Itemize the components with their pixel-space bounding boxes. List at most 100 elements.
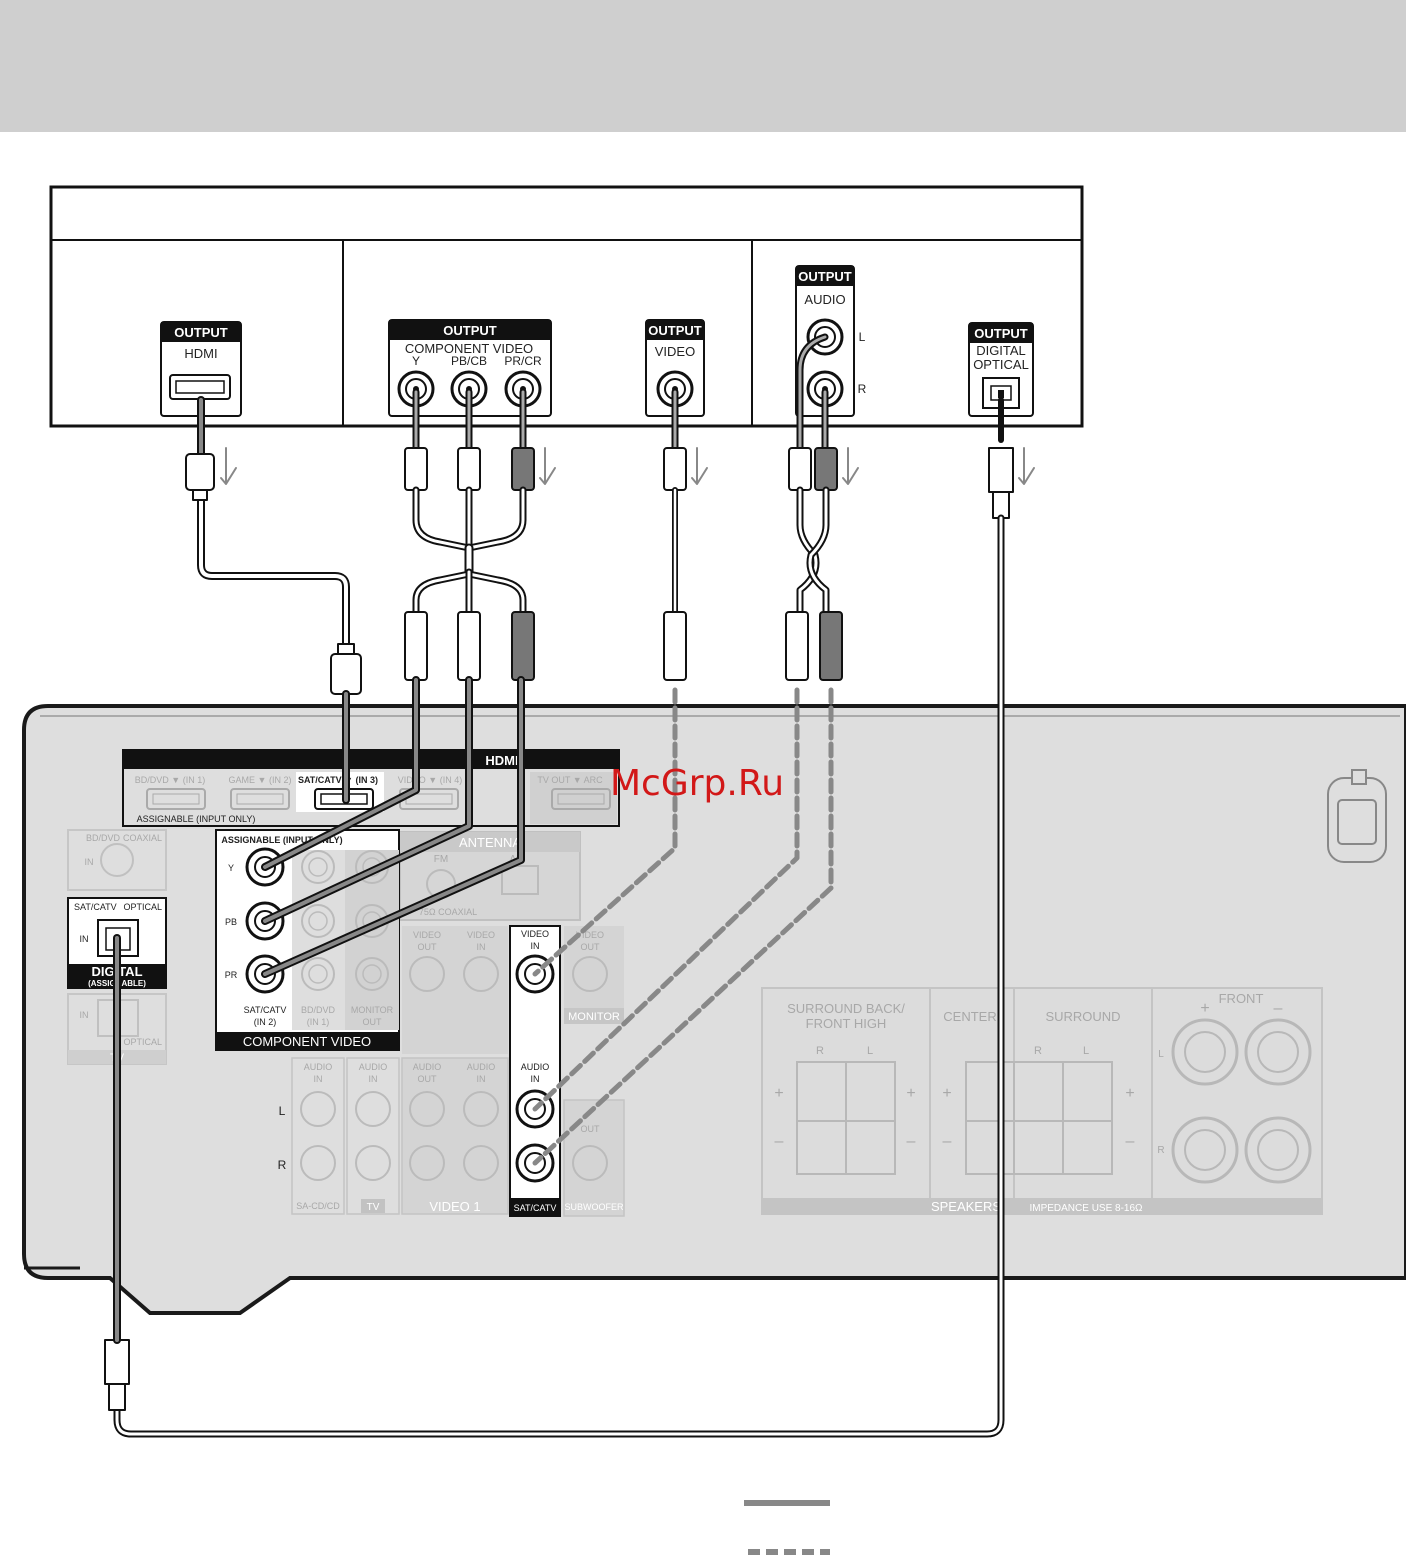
component-col1-l2: (IN 2)	[254, 1017, 277, 1027]
hdmi-in3-label: SAT/CATV ▼ (IN 3)	[298, 775, 378, 785]
v1-video-out-l2: OUT	[418, 942, 438, 952]
sat-video-in-l2: IN	[531, 941, 540, 951]
component-pr: PR	[225, 970, 238, 980]
source-optical-tag: OUTPUT	[974, 326, 1028, 341]
receiver-antenna-block: ANTENNA FM AM 75Ω COAXIAL	[399, 831, 581, 921]
v1-video-out-l1: VIDEO	[413, 930, 441, 940]
hdmi-in2-label: GAME ▼ (IN 2)	[229, 775, 292, 785]
cables	[104, 333, 1035, 1438]
tv-audio-in-l1: AUDIO	[359, 1062, 388, 1072]
spk-surround-back-2: FRONT HIGH	[806, 1016, 887, 1031]
source-video-label: VIDEO	[655, 344, 695, 359]
component-col3-l2: OUT	[363, 1017, 383, 1027]
source-audio-label: AUDIO	[804, 292, 845, 307]
footer-subwoofer: SUBWOOFER	[564, 1202, 624, 1212]
legend	[744, 1500, 830, 1555]
audio-row-l: L	[279, 1104, 286, 1118]
spk-minus-mid2: –	[943, 1133, 952, 1150]
antenna-title: ANTENNA	[459, 835, 521, 850]
optical-tv-in: IN	[80, 1010, 89, 1020]
v1-video-in-l2: IN	[477, 942, 486, 952]
hdmi-port-icon	[230, 788, 290, 810]
receiver-component-block: ASSIGNABLE (INPUT ONLY) Y PB PR SAT/CATV…	[215, 829, 400, 1051]
spk-front-plus: +	[1200, 1000, 1209, 1017]
receiver-hdmi-title: HDMI	[485, 753, 518, 768]
spk-front-r: R	[1157, 1145, 1164, 1156]
header-band	[0, 0, 1406, 132]
spk-front-minus: –	[1274, 1000, 1283, 1017]
direction-arrow-icon	[220, 447, 1035, 485]
rca-jack-icon	[301, 957, 335, 991]
spk-front-l: L	[1158, 1049, 1164, 1060]
footer-satcatv: SAT/CATV	[514, 1203, 557, 1213]
component-col3-l1: MONITOR	[351, 1005, 394, 1015]
hdmi-in1-label: BD/DVD ▼ (IN 1)	[135, 775, 205, 785]
component-pb: PB	[225, 917, 237, 927]
speaker-post-icon	[1244, 1018, 1312, 1086]
optical-sat-label: SAT/CATV	[74, 902, 117, 912]
source-component-tag: OUTPUT	[443, 323, 497, 338]
sa-audio-in-l2: IN	[314, 1074, 323, 1084]
spk-plus-left: +	[774, 1085, 783, 1102]
rca-jack-icon	[355, 957, 389, 991]
hdmi-cable	[185, 396, 362, 804]
receiver-audio-block: L R AUDIO IN SA-CD/CD AUDIO IN TV AUDIO …	[278, 1057, 625, 1217]
source-component-pb: PB/CB	[451, 354, 487, 368]
component-col1-l1: SAT/CATV	[244, 1005, 287, 1015]
spk-surround: SURROUND	[1045, 1009, 1120, 1024]
spk-minus-right: –	[1126, 1133, 1135, 1150]
v1-video-in-l1: VIDEO	[467, 930, 495, 940]
receiver-speakers-block: SURROUND BACK/ FRONT HIGH CENTER SURROUN…	[761, 987, 1323, 1215]
rca-jack-icon	[301, 850, 335, 884]
sat-audio-in-l2: IN	[531, 1074, 540, 1084]
spk-plus-right: +	[1125, 1085, 1134, 1102]
spk-footer: SPEAKERS	[931, 1199, 1001, 1214]
source-hdmi-label: HDMI	[184, 346, 217, 361]
source-audio-r: R	[858, 382, 867, 396]
component-col2-l1: BD/DVD	[301, 1005, 336, 1015]
speaker-post-icon	[1171, 1116, 1239, 1184]
footer-sacd: SA-CD/CD	[296, 1201, 340, 1211]
footer-video1: VIDEO 1	[429, 1199, 480, 1214]
source-component-label: COMPONENT VIDEO	[405, 341, 533, 356]
monitor-label: MONITOR	[568, 1011, 620, 1023]
watermark-text: McGrp.Ru	[610, 763, 784, 804]
tv-audio-in-l2: IN	[369, 1074, 378, 1084]
spk-surround-back-1: SURROUND BACK/	[787, 1001, 905, 1016]
coaxial-type-label: COAXIAL	[123, 833, 162, 843]
coaxial-source-label: BD/DVD	[86, 833, 121, 843]
footer-tv: TV	[367, 1202, 380, 1213]
source-optical-label-1: DIGITAL	[976, 343, 1026, 358]
sub-out: OUT	[581, 1124, 601, 1134]
component-y: Y	[228, 863, 234, 873]
spk-sur-l: L	[1083, 1045, 1089, 1057]
source-audio-l: L	[859, 330, 866, 344]
monitor-video-out-l2: OUT	[581, 942, 601, 952]
rca-jack-icon	[301, 904, 335, 938]
speaker-terminal-icon	[1013, 1061, 1113, 1175]
component-cable	[261, 388, 535, 978]
source-audio-tag: OUTPUT	[798, 269, 852, 284]
v1-audio-out-l1: AUDIO	[413, 1062, 442, 1072]
spk-sb-l: L	[867, 1045, 873, 1057]
source-video-tag: OUTPUT	[648, 323, 702, 338]
optical-cable	[104, 397, 1014, 1438]
speaker-post-icon	[1244, 1116, 1312, 1184]
spk-minus-mid1: –	[907, 1133, 916, 1150]
spk-front: FRONT	[1219, 991, 1264, 1006]
audio-cable	[532, 333, 843, 1166]
speaker-terminal-icon	[796, 1061, 896, 1175]
spk-center: CENTER	[943, 1009, 996, 1024]
monitor-video-out-l1: VIDEO	[576, 930, 604, 940]
antenna-fm: FM	[434, 854, 448, 865]
source-hdmi-tag: OUTPUT	[174, 325, 228, 340]
optical-sat-in: IN	[80, 934, 89, 944]
hdmi-port-icon	[169, 374, 231, 400]
optical-tv-type: OPTICAL	[123, 1037, 162, 1047]
coaxial-in-label: IN	[85, 857, 94, 867]
sat-audio-in-l1: AUDIO	[521, 1062, 550, 1072]
v1-audio-out-l2: OUT	[418, 1074, 438, 1084]
hdmi-assignable-caption: ASSIGNABLE (INPUT ONLY)	[137, 814, 256, 824]
